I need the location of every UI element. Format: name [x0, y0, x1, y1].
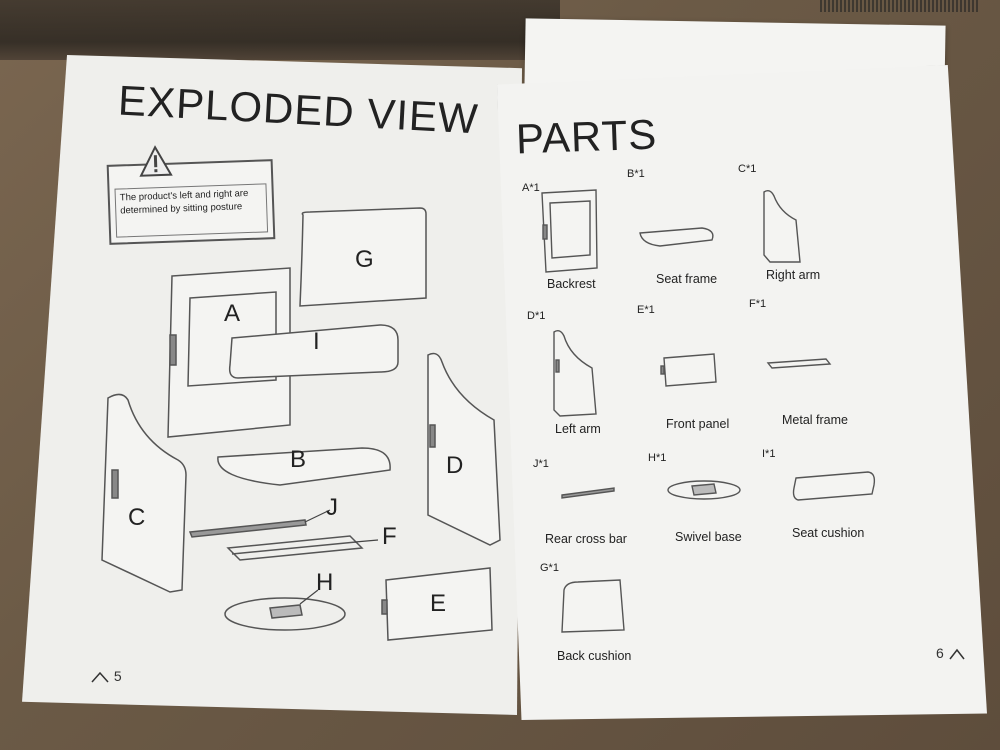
label-i: I [313, 328, 320, 355]
warning-icon [139, 145, 173, 177]
part-c-code: C*1 [738, 163, 757, 175]
part-c-name: Right arm [766, 268, 821, 282]
label-e: E [430, 590, 447, 617]
part-d-code: D*1 [527, 310, 546, 322]
part-j-code: J*1 [533, 458, 549, 470]
part-j-name: Rear cross bar [545, 532, 627, 546]
swivel-base-drawing [224, 597, 346, 631]
seat-frame-drawing [217, 447, 391, 486]
part-a-drawing [541, 189, 598, 273]
part-h-drawing [667, 480, 741, 500]
backrest-drawing [167, 267, 291, 438]
part-b-drawing [639, 227, 714, 247]
plastic-wrap [0, 0, 560, 60]
part-f-name: Metal frame [782, 413, 848, 427]
part-c-drawing [763, 189, 801, 263]
part-b-name: Seat frame [656, 272, 718, 286]
metal-frame-drawing [226, 535, 364, 561]
part-j-drawing [561, 487, 615, 499]
label-c: C [128, 504, 146, 531]
part-g-name: Back cushion [557, 649, 632, 663]
part-g-drawing [561, 579, 625, 633]
part-i-code: I*1 [762, 448, 776, 460]
part-i-drawing [792, 471, 876, 501]
page-number-left: 5 [90, 668, 122, 684]
part-d-drawing [553, 329, 597, 417]
warning-box: The product's left and right are determi… [106, 145, 276, 245]
part-e-name: Front panel [666, 417, 730, 431]
label-a: A [224, 300, 241, 327]
part-b-code: B*1 [627, 168, 645, 180]
seat-cushion-drawing [228, 324, 399, 379]
label-f: F [382, 523, 397, 550]
part-d-name: Left arm [555, 422, 601, 436]
part-h-code: H*1 [648, 452, 667, 464]
label-d: D [446, 452, 464, 479]
back-cushion-drawing [299, 207, 427, 307]
part-g-code: G*1 [540, 562, 559, 574]
part-e-code: E*1 [637, 304, 655, 316]
part-a-code: A*1 [522, 182, 540, 194]
right-arm-drawing [101, 393, 187, 593]
page-number-right: 6 [936, 645, 966, 661]
home-icon [91, 672, 109, 683]
left-arm-drawing [427, 352, 501, 546]
label-h: H [316, 569, 334, 596]
part-i-name: Seat cushion [792, 526, 865, 540]
front-panel-drawing [385, 567, 493, 641]
label-j: J [326, 494, 338, 521]
label-b: B [290, 446, 307, 473]
barcode-strip [820, 0, 980, 12]
rear-cross-bar-drawing [188, 519, 307, 538]
part-e-drawing [663, 353, 717, 387]
home-icon [949, 649, 965, 660]
part-f-code: F*1 [749, 298, 767, 310]
part-h-name: Swivel base [675, 530, 742, 544]
part-a-name: Backrest [547, 277, 596, 291]
label-g: G [355, 246, 374, 273]
part-f-drawing [766, 358, 832, 369]
